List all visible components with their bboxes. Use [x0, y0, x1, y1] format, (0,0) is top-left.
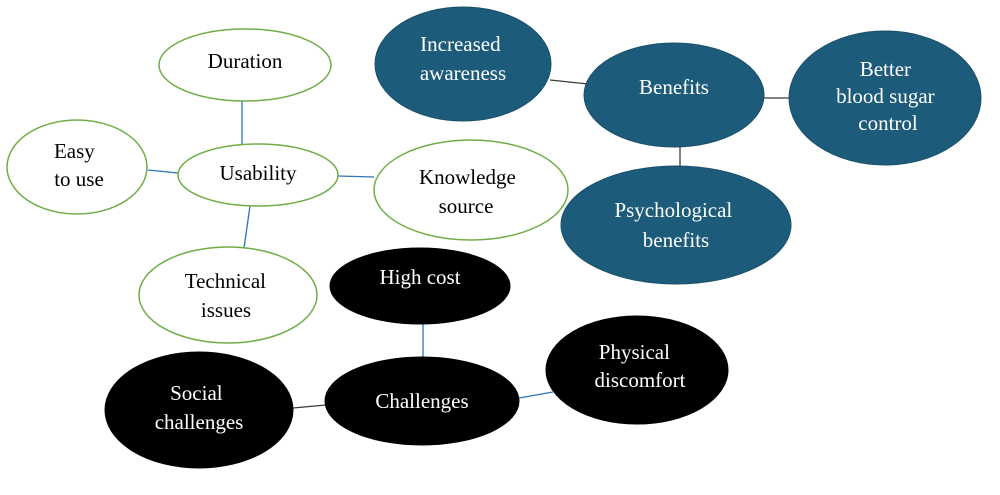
- node-easy-to-use: Easy to use: [6, 119, 148, 215]
- node-challenges-label: Challenges: [375, 389, 468, 413]
- node-physical-discomfort: Physical discomfort: [545, 315, 729, 425]
- node-easy-to-use-line-1: Easy: [54, 139, 95, 163]
- benefits-cluster: Increased awareness Benefits Better bloo…: [374, 6, 982, 285]
- node-usability-center: Usability: [177, 143, 339, 207]
- node-duration-line-1: Duration: [208, 49, 283, 73]
- node-physical-discomfort-line-1: Physical: [599, 340, 670, 364]
- node-knowledge-source-line-1: Knowledge: [419, 165, 516, 189]
- svg-text:Duration: Duration: [208, 49, 283, 73]
- node-duration: Duration: [158, 28, 332, 102]
- svg-text:Challenges: Challenges: [375, 389, 468, 413]
- connector-usability-easy-to-use: [147, 169, 179, 174]
- node-technical-issues-line-2: issues: [201, 298, 251, 322]
- node-knowledge-source-line-2: source: [439, 194, 494, 218]
- svg-text:Increased awareness: Increased awareness: [420, 32, 506, 85]
- node-increased-awareness: Increased awareness: [374, 6, 552, 122]
- svg-text:Physical discomfort: Physical discomfort: [595, 340, 686, 392]
- node-easy-to-use-line-2: to use: [54, 167, 104, 191]
- connector-usability-knowledge-source: [337, 175, 375, 178]
- challenges-cluster: High cost Social challenges Challenges P…: [104, 247, 729, 469]
- connector-usability-technical-issues: [243, 205, 251, 249]
- node-high-cost-label: High cost: [379, 265, 460, 289]
- node-benefits-center: Benefits: [583, 42, 765, 148]
- svg-text:Social challenges: Social challenges: [155, 381, 244, 434]
- svg-text:Better blood sugar: Better blood sugar control: [836, 57, 940, 135]
- connector-benefits-increased-awareness: [549, 79, 589, 85]
- node-better-blood-sugar: Better blood sugar control: [788, 30, 982, 166]
- node-benefits-label: Benefits: [639, 75, 709, 99]
- node-psychological-benefits: Psychological benefits: [560, 165, 792, 285]
- node-better-blood-sugar-line-3: control: [858, 111, 918, 135]
- svg-text:Psychological benefits: Psychological benefits: [614, 198, 737, 252]
- svg-text:Easy to use: Easy to use: [54, 139, 104, 191]
- svg-text:Usability: Usability: [220, 161, 297, 185]
- node-technical-issues-line-1: Technical: [185, 269, 266, 293]
- node-usability-label: Usability: [220, 161, 297, 185]
- svg-text:Technical issues: Technical issues: [185, 269, 272, 322]
- usability-cluster: Duration Easy to use Usability Knowledge…: [6, 28, 569, 344]
- svg-text:Benefits: Benefits: [639, 75, 709, 99]
- node-psychological-benefits-line-2: benefits: [643, 228, 709, 252]
- connectors: [147, 79, 791, 409]
- node-challenges-center: Challenges: [324, 356, 520, 446]
- connector-challenges-social: [292, 404, 327, 409]
- node-better-blood-sugar-line-2: blood sugar: [836, 84, 935, 108]
- node-knowledge-source: Knowledge source: [373, 139, 569, 241]
- node-increased-awareness-line-1: Increased: [420, 32, 501, 56]
- node-high-cost: High cost: [329, 247, 511, 325]
- node-better-blood-sugar-line-1: Better: [860, 57, 911, 81]
- connector-challenges-physical: [518, 391, 554, 399]
- node-increased-awareness-line-2: awareness: [420, 61, 506, 85]
- node-social-challenges: Social challenges: [104, 351, 294, 469]
- node-social-challenges-line-1: Social: [170, 381, 223, 405]
- svg-text:High cost: High cost: [379, 265, 460, 289]
- node-social-challenges-line-2: challenges: [155, 410, 244, 434]
- svg-text:Knowledge source: Knowledge source: [419, 165, 521, 218]
- node-psychological-benefits-line-1: Psychological: [614, 198, 732, 222]
- node-physical-discomfort-line-2: discomfort: [595, 368, 686, 392]
- node-technical-issues: Technical issues: [138, 246, 318, 344]
